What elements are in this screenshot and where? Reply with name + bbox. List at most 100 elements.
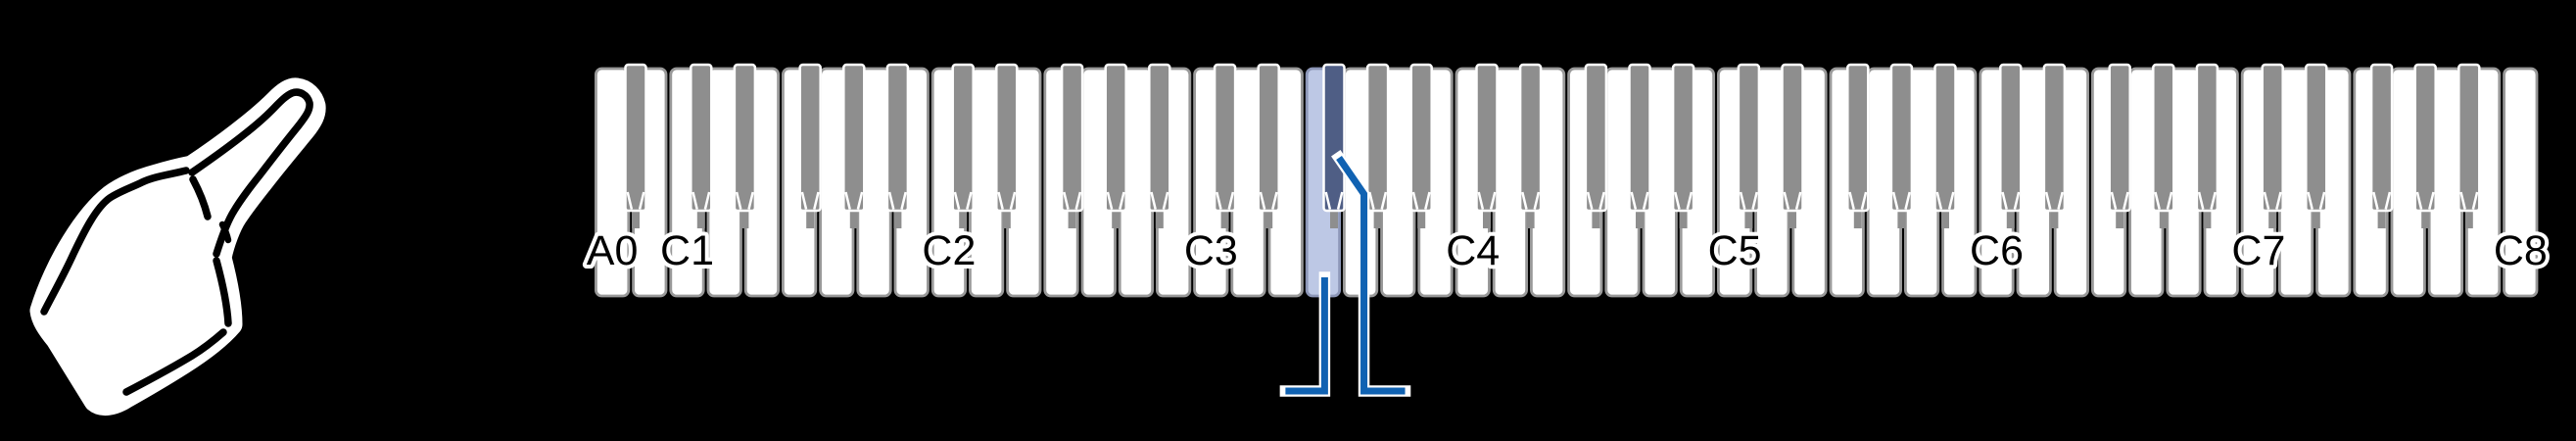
black-key-gap-shadow (1373, 210, 1382, 228)
black-key-gap-shadow (2312, 210, 2320, 228)
black-key-c-sharp-2 (951, 63, 975, 228)
black-key-gap-shadow (1592, 210, 1600, 228)
black-key-body (951, 63, 975, 213)
hand-thumb-tip-line (218, 220, 232, 244)
black-key-gap-shadow (1002, 210, 1011, 228)
black-key-gap-shadow (2421, 210, 2430, 228)
black-key-gap-shadow (1264, 210, 1273, 228)
black-key-body (1671, 63, 1695, 213)
black-key-gap-shadow (1068, 210, 1076, 228)
black-key-body (1257, 63, 1280, 213)
black-key-g-sharp-7 (2413, 63, 2437, 228)
hand-thumb-crease-line (189, 175, 212, 220)
black-key-foot-taper (1586, 191, 1605, 210)
black-key-d-sharp-3 (1257, 63, 1280, 228)
black-key-f-sharp-6 (2108, 63, 2131, 228)
black-key-gap-shadow (1679, 210, 1688, 228)
black-key-gap-shadow (849, 210, 858, 228)
leader-line-f-sharp-3 (1331, 150, 1411, 397)
key-label-c7: C7 (2231, 227, 2285, 274)
black-key-foot-taper (2154, 191, 2173, 210)
leader-line-f3 (1279, 271, 1331, 397)
black-key-foot-taper (1259, 191, 1278, 210)
black-key-c-sharp-7 (2261, 63, 2284, 228)
black-key-foot-taper (2263, 191, 2282, 210)
black-key-body (1999, 63, 2023, 213)
black-key-c-sharp-5 (1737, 63, 1761, 228)
black-key-g-sharp-6 (2152, 63, 2175, 228)
black-key-body (1322, 63, 1346, 213)
black-key-body (1409, 63, 1433, 213)
black-key-foot-taper (1739, 191, 1758, 210)
black-key-body (842, 63, 866, 213)
black-key-g-sharp-5 (1889, 63, 1914, 228)
key-label-c1: C1 (660, 227, 714, 274)
black-key-body (1846, 63, 1870, 213)
black-key-c-sharp-3 (1213, 63, 1237, 228)
black-key-foot-taper (1674, 191, 1693, 210)
black-key-body (885, 63, 910, 213)
black-key-foot-taper (2307, 191, 2326, 210)
highlighted-black-key-f-sharp-3 (1322, 63, 1346, 228)
hand-bottom-edge-line (122, 328, 227, 396)
black-key-foot-taper (844, 191, 864, 210)
black-key-body (1628, 63, 1651, 213)
black-key-foot-taper (692, 191, 711, 210)
black-key-body (1060, 63, 1084, 213)
black-key-d-sharp-7 (2305, 63, 2328, 228)
leader-lines (1279, 150, 1411, 397)
black-key-body (2369, 63, 2394, 213)
black-key-gap-shadow (1636, 210, 1644, 228)
black-key-gap-shadow (893, 210, 902, 228)
black-key-g-sharp-4 (1628, 63, 1651, 228)
black-key-foot-taper (1063, 191, 1082, 210)
black-key-a-sharp-3 (1409, 63, 1433, 228)
black-key-body (995, 63, 1019, 213)
black-key-body (1737, 63, 1761, 213)
black-key-g-sharp-3 (1365, 63, 1390, 228)
black-key-f-sharp-1 (798, 63, 822, 228)
black-key-g-sharp-1 (842, 63, 866, 228)
black-key-foot-taper (1521, 191, 1541, 210)
hand-index-finger-outline (188, 88, 313, 258)
leader-line-f-sharp-3-stroke (1336, 156, 1406, 395)
black-key-g-sharp-2 (1104, 63, 1127, 228)
black-key-gap-shadow (806, 210, 815, 228)
black-key-body (2195, 63, 2219, 213)
black-key-foot-taper (2372, 191, 2392, 210)
key-label-c5: C5 (1708, 227, 1762, 274)
black-key-body (1148, 63, 1171, 213)
black-key-gap-shadow (1789, 210, 1796, 228)
black-key-gap-shadow (632, 210, 640, 228)
black-key-f-sharp-2 (1060, 63, 1084, 228)
leader-line-f3-stroke (1285, 277, 1328, 395)
black-key-a-sharp-0 (624, 63, 647, 228)
black-key-a-sharp-4 (1671, 63, 1695, 228)
black-key-gap-shadow (959, 210, 968, 228)
black-key-foot-taper (1216, 191, 1235, 210)
black-key-body (1365, 63, 1390, 213)
black-key-foot-taper (1368, 191, 1388, 210)
black-key-gap-shadow (1526, 210, 1535, 228)
black-key-body (2042, 63, 2067, 213)
black-key-body (624, 63, 647, 213)
black-key-foot-taper (1150, 191, 1169, 210)
black-key-body (1213, 63, 1237, 213)
black-key-foot-taper (1848, 191, 1868, 210)
black-key-foot-taper (1630, 191, 1649, 210)
black-key-gap-shadow (2159, 210, 2168, 228)
black-key-foot-taper (1783, 191, 1802, 210)
black-key-body (1781, 63, 1804, 213)
black-key-gap-shadow (2050, 210, 2059, 228)
black-key-d-sharp-5 (1781, 63, 1804, 228)
black-key-body (798, 63, 822, 213)
black-key-d-sharp-2 (995, 63, 1019, 228)
black-key-foot-taper (2110, 191, 2129, 210)
black-key-foot-taper (1411, 191, 1431, 210)
black-key-a-sharp-7 (2457, 63, 2481, 228)
key-label-c6: C6 (1970, 227, 2024, 274)
key-label-c8: C8 (2494, 227, 2548, 274)
white-key-c8 (2503, 67, 2539, 298)
